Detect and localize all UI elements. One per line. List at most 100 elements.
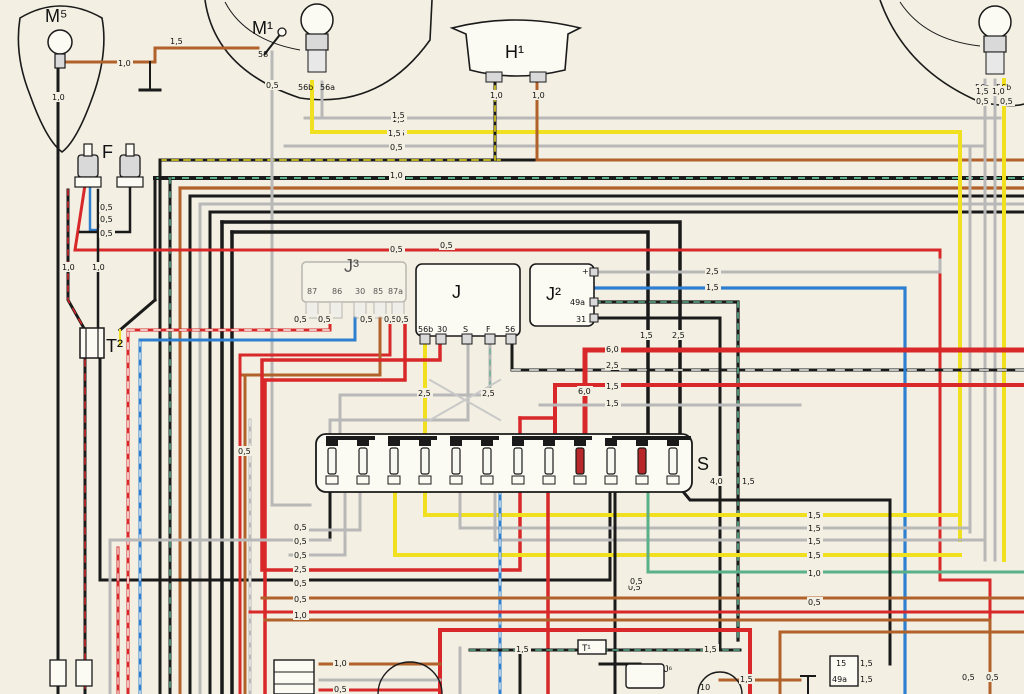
wire-gauge-label-bg: [605, 360, 621, 370]
j2-terminal-31: 31: [576, 315, 586, 324]
wire-gauge-label: 1,0: [92, 263, 105, 272]
wire-gauge-label: 1,5: [170, 37, 183, 46]
j3-label: J³: [344, 256, 359, 276]
wire-gauge-label-bg: [975, 96, 991, 106]
fuse-top-cap: [481, 438, 493, 446]
h1-label: H¹: [505, 42, 524, 62]
wire-gauge-label: 1,5: [606, 382, 619, 391]
fuse-top-cap: [419, 438, 431, 446]
wire-gauge-label-bg: [395, 314, 411, 324]
wire-gauge-label-bg: [807, 523, 823, 533]
ground-icon: [800, 675, 816, 694]
f-label: F: [102, 142, 113, 162]
fuse: [637, 447, 647, 475]
wire-gauge-label: 1,5: [808, 511, 821, 520]
wire-gauge-label-bg: [317, 314, 333, 324]
wire-gauge-label-bg: [265, 80, 281, 90]
outlines: [17, 0, 1024, 154]
wire-gauge-label: 0,5: [808, 598, 821, 607]
wire-gauge-label-bg: [333, 658, 349, 668]
wire-gauge-label-bg: [417, 388, 433, 398]
wire-gauge-label: 0,5: [294, 315, 307, 324]
wire-gauge-label-bg: [293, 522, 309, 532]
fuse-top-cap: [512, 438, 524, 446]
wire-gauge-label: 0,5: [266, 81, 279, 90]
wire-gauge-label: 1,0: [390, 171, 403, 180]
j3-terminal-30: 30: [355, 287, 365, 296]
wire-gauge-label-bg: [383, 314, 399, 324]
wire-gauge-label: 2,5: [294, 565, 307, 574]
left-lamp-terminal-56a: 56a: [320, 83, 335, 92]
wire-gauge-label-bg: [61, 262, 77, 272]
fuse-top-cap: [388, 438, 400, 446]
left-lamp-terminal-56b: 56b: [298, 83, 313, 92]
fuse-bus-bar: [450, 436, 499, 440]
wire-gauge-label-bg: [703, 644, 719, 654]
wire-gauge-label: 0,5: [628, 583, 641, 592]
wire-gauge-label: 0,5: [976, 97, 989, 106]
wire-gauge-label-bg: [293, 314, 309, 324]
wire-gauge-label: 2,5: [706, 267, 719, 276]
wire-gauge-label: 1,5: [808, 551, 821, 560]
t2-connector-icon: [79, 327, 105, 359]
wire-gauge-label: 1,0: [118, 59, 131, 68]
wire-gauge-label-bg: [359, 314, 375, 324]
wire-gauge-label: 0,5: [1000, 97, 1013, 106]
fuse-bottom-cap: [356, 475, 370, 485]
wire-gauge-label: 1,5: [860, 675, 873, 684]
wire-gauge-label: 1,5: [808, 524, 821, 533]
fuse-bottom-cap: [666, 475, 680, 485]
fuse: [451, 447, 461, 475]
wire-gauge-label-bg: [991, 86, 1007, 96]
right-headlight-bulb-icon: [978, 5, 1012, 75]
wire-gauge-label: 0,5: [294, 579, 307, 588]
wire-gauge-label-bg: [333, 684, 349, 694]
wire-gauge-label: 6,0: [578, 387, 591, 396]
fuse-top-cap: [326, 438, 338, 446]
wire-gauge-label-bg: [859, 658, 875, 668]
wire-gauge-label: 1,5: [704, 645, 717, 654]
wire-gauge-label: 1,0: [808, 569, 821, 578]
fuse: [513, 447, 523, 475]
fuse: [482, 447, 492, 475]
fuse-bottom-cap: [635, 475, 649, 485]
fuse-row: [325, 436, 691, 485]
wire-gauge-label: 0,5: [294, 523, 307, 532]
wire-gauge-label-bg: [515, 644, 531, 654]
m5-bulb-icon: [47, 29, 73, 69]
wire-gauge-label: 1,5: [388, 129, 401, 138]
wire-gauge-label-bg: [741, 476, 757, 486]
wire-gauge-label-bg: [389, 142, 405, 152]
j3-terminal-85: 85: [373, 287, 383, 296]
fuse-bus-bar: [512, 436, 592, 440]
wire-gauge-label: 1,0: [992, 87, 1005, 96]
wire-gauge-label-bg: [481, 388, 497, 398]
wire-gauge-label: 4,0: [710, 477, 723, 486]
h1-horn-icon: [449, 19, 583, 83]
j-terminal-56b: 56b: [418, 325, 433, 334]
wire-gauge-label: 0,5: [986, 673, 999, 682]
wire-gauge-label-bg: [739, 674, 755, 684]
wire-gauge-label-bg: [99, 228, 115, 238]
t1-label: T¹: [582, 643, 591, 653]
j6-label: J⁶: [664, 664, 673, 674]
j3-terminal-86: 86: [332, 287, 342, 296]
f-sender-icon: [74, 143, 144, 188]
m5-housing: [17, 5, 105, 154]
wire-gauge-label: 0,5: [962, 673, 975, 682]
wire-gauge-label-bg: [439, 240, 455, 250]
wire-gauge-label-bg: [387, 128, 403, 138]
j6-relay-icon: [377, 661, 743, 694]
wire-gauge-label: 0,5: [334, 685, 347, 694]
fuse-bus-bar: [326, 436, 375, 440]
j3-terminal-87: 87: [307, 287, 317, 296]
wire-gauge-label: 1,5: [808, 537, 821, 546]
j-terminal-f: F: [486, 325, 491, 334]
wire-gauge-label-bg: [531, 90, 547, 100]
wire-gauge-label-bg: [389, 170, 405, 180]
relay-terminal-49a: 49a: [832, 675, 847, 684]
wire-gauge-label-bg: [705, 266, 721, 276]
fuse-bottom-cap: [325, 475, 339, 485]
components: M⁵ M¹ 58 56b 56a H¹ 56a 56b: [45, 3, 1012, 694]
s-label: S: [697, 454, 709, 474]
